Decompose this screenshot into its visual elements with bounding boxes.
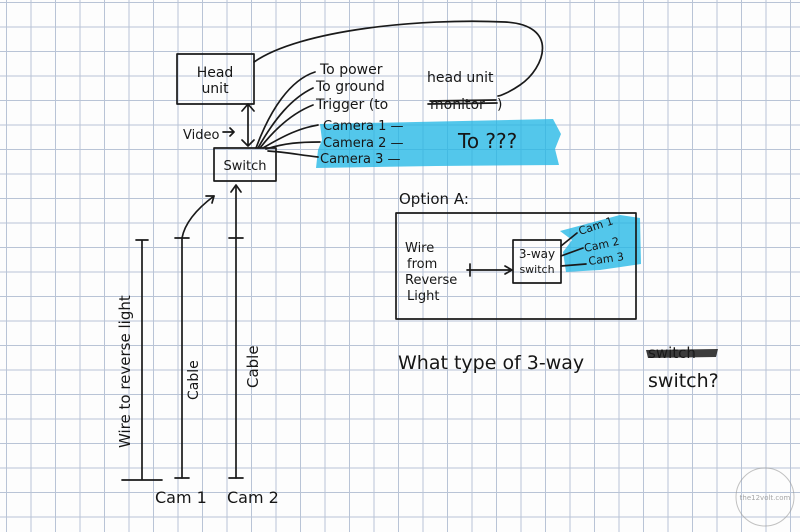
video-arrow bbox=[223, 128, 234, 136]
cable-end-ticks bbox=[175, 238, 243, 478]
video-label: Video bbox=[183, 128, 219, 143]
question-line-2: switch? bbox=[648, 370, 719, 392]
destination-label: To ??? bbox=[457, 129, 517, 153]
option-a-switch-label-2: switch bbox=[519, 263, 554, 276]
cam2-label: Cam 2 bbox=[227, 488, 279, 507]
option-a-switch-label: 3-way bbox=[519, 247, 555, 261]
option-a-source-2: from bbox=[407, 257, 437, 272]
trigger-struck-label: monitor bbox=[430, 97, 485, 113]
option-a-title: Option A: bbox=[399, 190, 469, 208]
head-unit-label-2: unit bbox=[201, 81, 229, 97]
cable-label-1: Cable bbox=[186, 360, 202, 400]
head-unit-label: Head bbox=[197, 65, 234, 81]
trigger-loop-wire bbox=[254, 21, 543, 96]
option-a-input-wire bbox=[467, 264, 512, 276]
trigger-label: Trigger (to bbox=[315, 97, 388, 113]
camera1-label: Camera 1 — bbox=[323, 119, 404, 134]
question-scribble bbox=[646, 349, 718, 358]
camera3-label: Camera 3 — bbox=[320, 152, 401, 167]
switch-label: Switch bbox=[224, 159, 267, 174]
reverse-wire-label: Wire to reverse light bbox=[116, 295, 134, 448]
question-line-1: What type of 3-way bbox=[398, 352, 584, 374]
trigger-close-paren: ) bbox=[497, 97, 502, 113]
watermark-text: the12volt.com bbox=[740, 494, 791, 502]
power-label: To power bbox=[319, 62, 383, 78]
trigger-insert-label: head unit bbox=[427, 70, 494, 86]
ground-wire bbox=[258, 88, 313, 148]
option-a-source-4: Light bbox=[407, 289, 439, 304]
cable-label-2: Cable bbox=[244, 345, 262, 388]
ground-label: To ground bbox=[315, 79, 385, 95]
cam1-label: Cam 1 bbox=[155, 488, 207, 507]
option-a-source-3: Reverse bbox=[405, 273, 457, 288]
option-a-source-1: Wire bbox=[405, 241, 434, 256]
camera2-label: Camera 2 — bbox=[323, 136, 404, 151]
camera1-wire bbox=[263, 125, 318, 148]
video-link bbox=[242, 104, 254, 146]
